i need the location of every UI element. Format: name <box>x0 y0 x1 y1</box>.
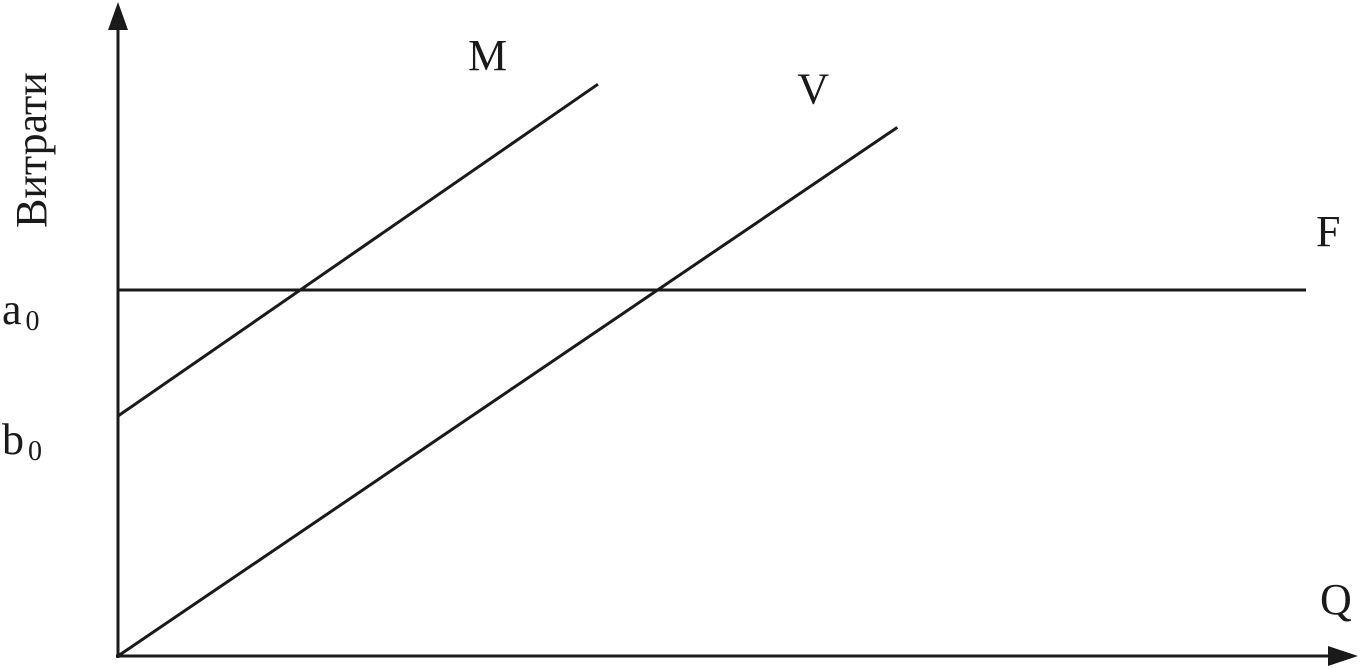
x-axis-arrow <box>1328 646 1358 666</box>
y-axis-label: Витрати <box>7 72 56 228</box>
y-axis-arrow <box>108 2 128 30</box>
series-label-v: V <box>797 64 829 113</box>
series-line-v <box>117 126 899 658</box>
x-axis-label: Q <box>1320 575 1352 624</box>
series-layer: M V F <box>117 31 1340 658</box>
series-label-f: F <box>1316 207 1340 256</box>
series-label-m: M <box>468 31 507 80</box>
series-line-m <box>117 82 599 418</box>
